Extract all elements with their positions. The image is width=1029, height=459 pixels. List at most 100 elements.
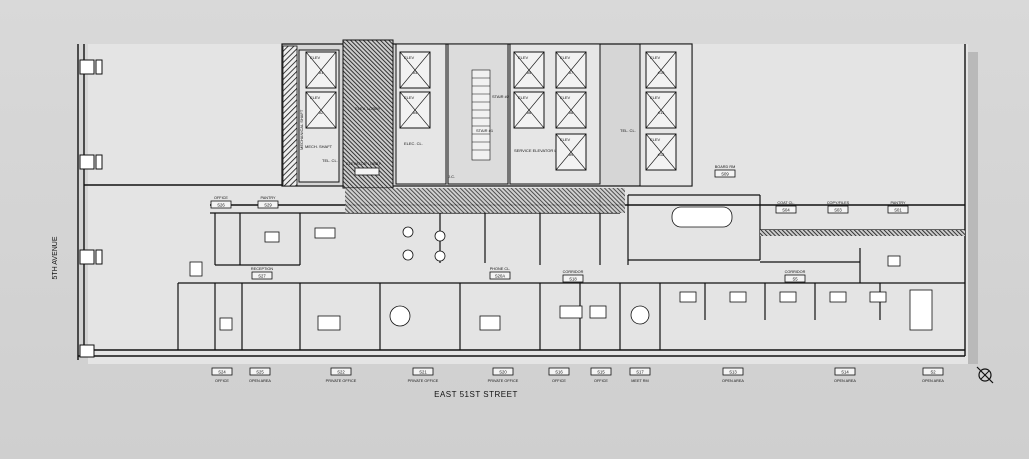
street-west-label: 5TH AVENUE xyxy=(52,236,59,279)
elevator-car: ELEV #7 xyxy=(555,51,587,89)
columns xyxy=(79,59,103,358)
room-name: MEET RM xyxy=(631,379,648,383)
room-name: PRIVATE OFFICE xyxy=(488,379,519,383)
elevator-number: #1 xyxy=(319,70,324,75)
elevator-car: ELEV#6 xyxy=(513,91,545,129)
north-hatched-wall xyxy=(345,188,625,213)
elevator-car: ELEV#10 xyxy=(645,51,677,89)
room-tag: COAT CL. S04 xyxy=(775,201,797,214)
elevator-car: ELEV #8 xyxy=(555,91,587,129)
street-south-label: EAST 51ST STREET xyxy=(434,390,518,399)
room-tag: PHONE CL. S20A xyxy=(489,267,511,280)
room-number: S01 xyxy=(894,207,902,212)
tel-cl-1-label: TEL. CL. xyxy=(322,158,338,163)
room-tag: OFFICE S26 xyxy=(210,196,232,209)
elevator-number: #7 xyxy=(569,70,574,75)
room-name: OFFICE xyxy=(594,379,608,383)
room-number: S2 xyxy=(930,369,936,374)
elevator-label: ELEV xyxy=(310,95,321,100)
tel-cl-2-label: TEL. CL. xyxy=(620,128,636,133)
room-number: S29 xyxy=(264,202,272,207)
room-number: S14 xyxy=(841,369,849,374)
room-name: COAT CL. xyxy=(777,201,794,205)
mech-shaft-label: MECHANICAL SHAFT xyxy=(299,109,304,150)
room-name: OPEN AREA xyxy=(834,379,856,383)
room-number: S13 xyxy=(729,369,737,374)
room-name: PHONE CL. xyxy=(490,267,510,271)
room-number: S25 xyxy=(256,369,264,374)
room-name: PRIVATE OFFICE xyxy=(408,379,439,383)
elevator-car: ELEV #1 xyxy=(305,51,337,89)
room-name: PANTRY xyxy=(260,196,276,200)
elevator-car: ELEV #2 xyxy=(305,91,337,129)
stair-2-label: STAIR #2 xyxy=(492,94,510,99)
room-name: CORRIDOR xyxy=(563,270,584,274)
room-number: S20A xyxy=(495,273,505,278)
elevator-car: ELEV#9 xyxy=(555,133,587,171)
elevator-label: ELEV xyxy=(650,95,661,100)
room-number: S27 xyxy=(258,273,266,278)
room-name: OFFICE xyxy=(552,379,566,383)
elevator-group: ELEV#1ELEV#2ELEV#3ELEV#4ELEV#5ELEV#6ELEV… xyxy=(305,51,677,171)
room-number: S22 xyxy=(337,369,345,374)
elevator-car: ELEV#4 xyxy=(399,91,431,129)
room-name: OPEN AREA xyxy=(249,379,271,383)
elevator-car: ELEV #11 xyxy=(645,91,677,129)
room-name: OPEN AREA xyxy=(922,379,944,383)
elevator-car: ELEV#5 xyxy=(513,51,545,89)
north-arrow-icon xyxy=(976,366,994,384)
room-name: CORRIDOR xyxy=(785,270,806,274)
elevator-number: #12 xyxy=(658,152,665,157)
room-name: OFFICE xyxy=(215,379,229,383)
room-number: S04 xyxy=(782,207,790,212)
room-name: OPEN AREA xyxy=(722,379,744,383)
stairs xyxy=(471,69,491,161)
elevator-number: #3 xyxy=(413,70,418,75)
elevator-number: #11 xyxy=(658,110,665,115)
elevator-number: #10 xyxy=(658,70,665,75)
mech-shaft2-label: MECH. SHAFT xyxy=(305,144,333,149)
jc-label: J.C. xyxy=(448,174,455,179)
elevator-car: ELEV #3 xyxy=(399,51,431,89)
elevator-number: #2 xyxy=(319,110,324,115)
elevator-label: ELEV xyxy=(404,55,415,60)
room-number: S26 xyxy=(217,202,225,207)
elevator-number: #6 xyxy=(527,110,532,115)
room-name: OFFICE xyxy=(214,196,228,200)
elevator-label: ELEV xyxy=(310,55,321,60)
elev-lobby-label: ELEV. LOBBY xyxy=(355,106,381,111)
elevator-label: ELEV xyxy=(560,95,571,100)
elevator-number: #8 xyxy=(569,110,574,115)
room-name: PANTRY xyxy=(890,201,906,205)
elevator-label: ELEV xyxy=(560,137,571,142)
elevator-label: ELEV xyxy=(560,55,571,60)
service-lobby-label: SERVICE ELEVATOR LOBBY xyxy=(514,148,568,153)
east-hatched-wall xyxy=(760,230,965,236)
room-number: S16 xyxy=(555,369,563,374)
elevator-number: #4 xyxy=(413,110,418,115)
room-name: PRIVATE OFFICE xyxy=(326,379,357,383)
elec-cl-label: ELEC. CL. xyxy=(404,141,423,146)
elevator-label: ELEV xyxy=(518,55,529,60)
sheet-shadow xyxy=(968,52,978,364)
exterior-walls xyxy=(77,44,966,360)
room-name: COPY/FILES xyxy=(827,201,850,205)
